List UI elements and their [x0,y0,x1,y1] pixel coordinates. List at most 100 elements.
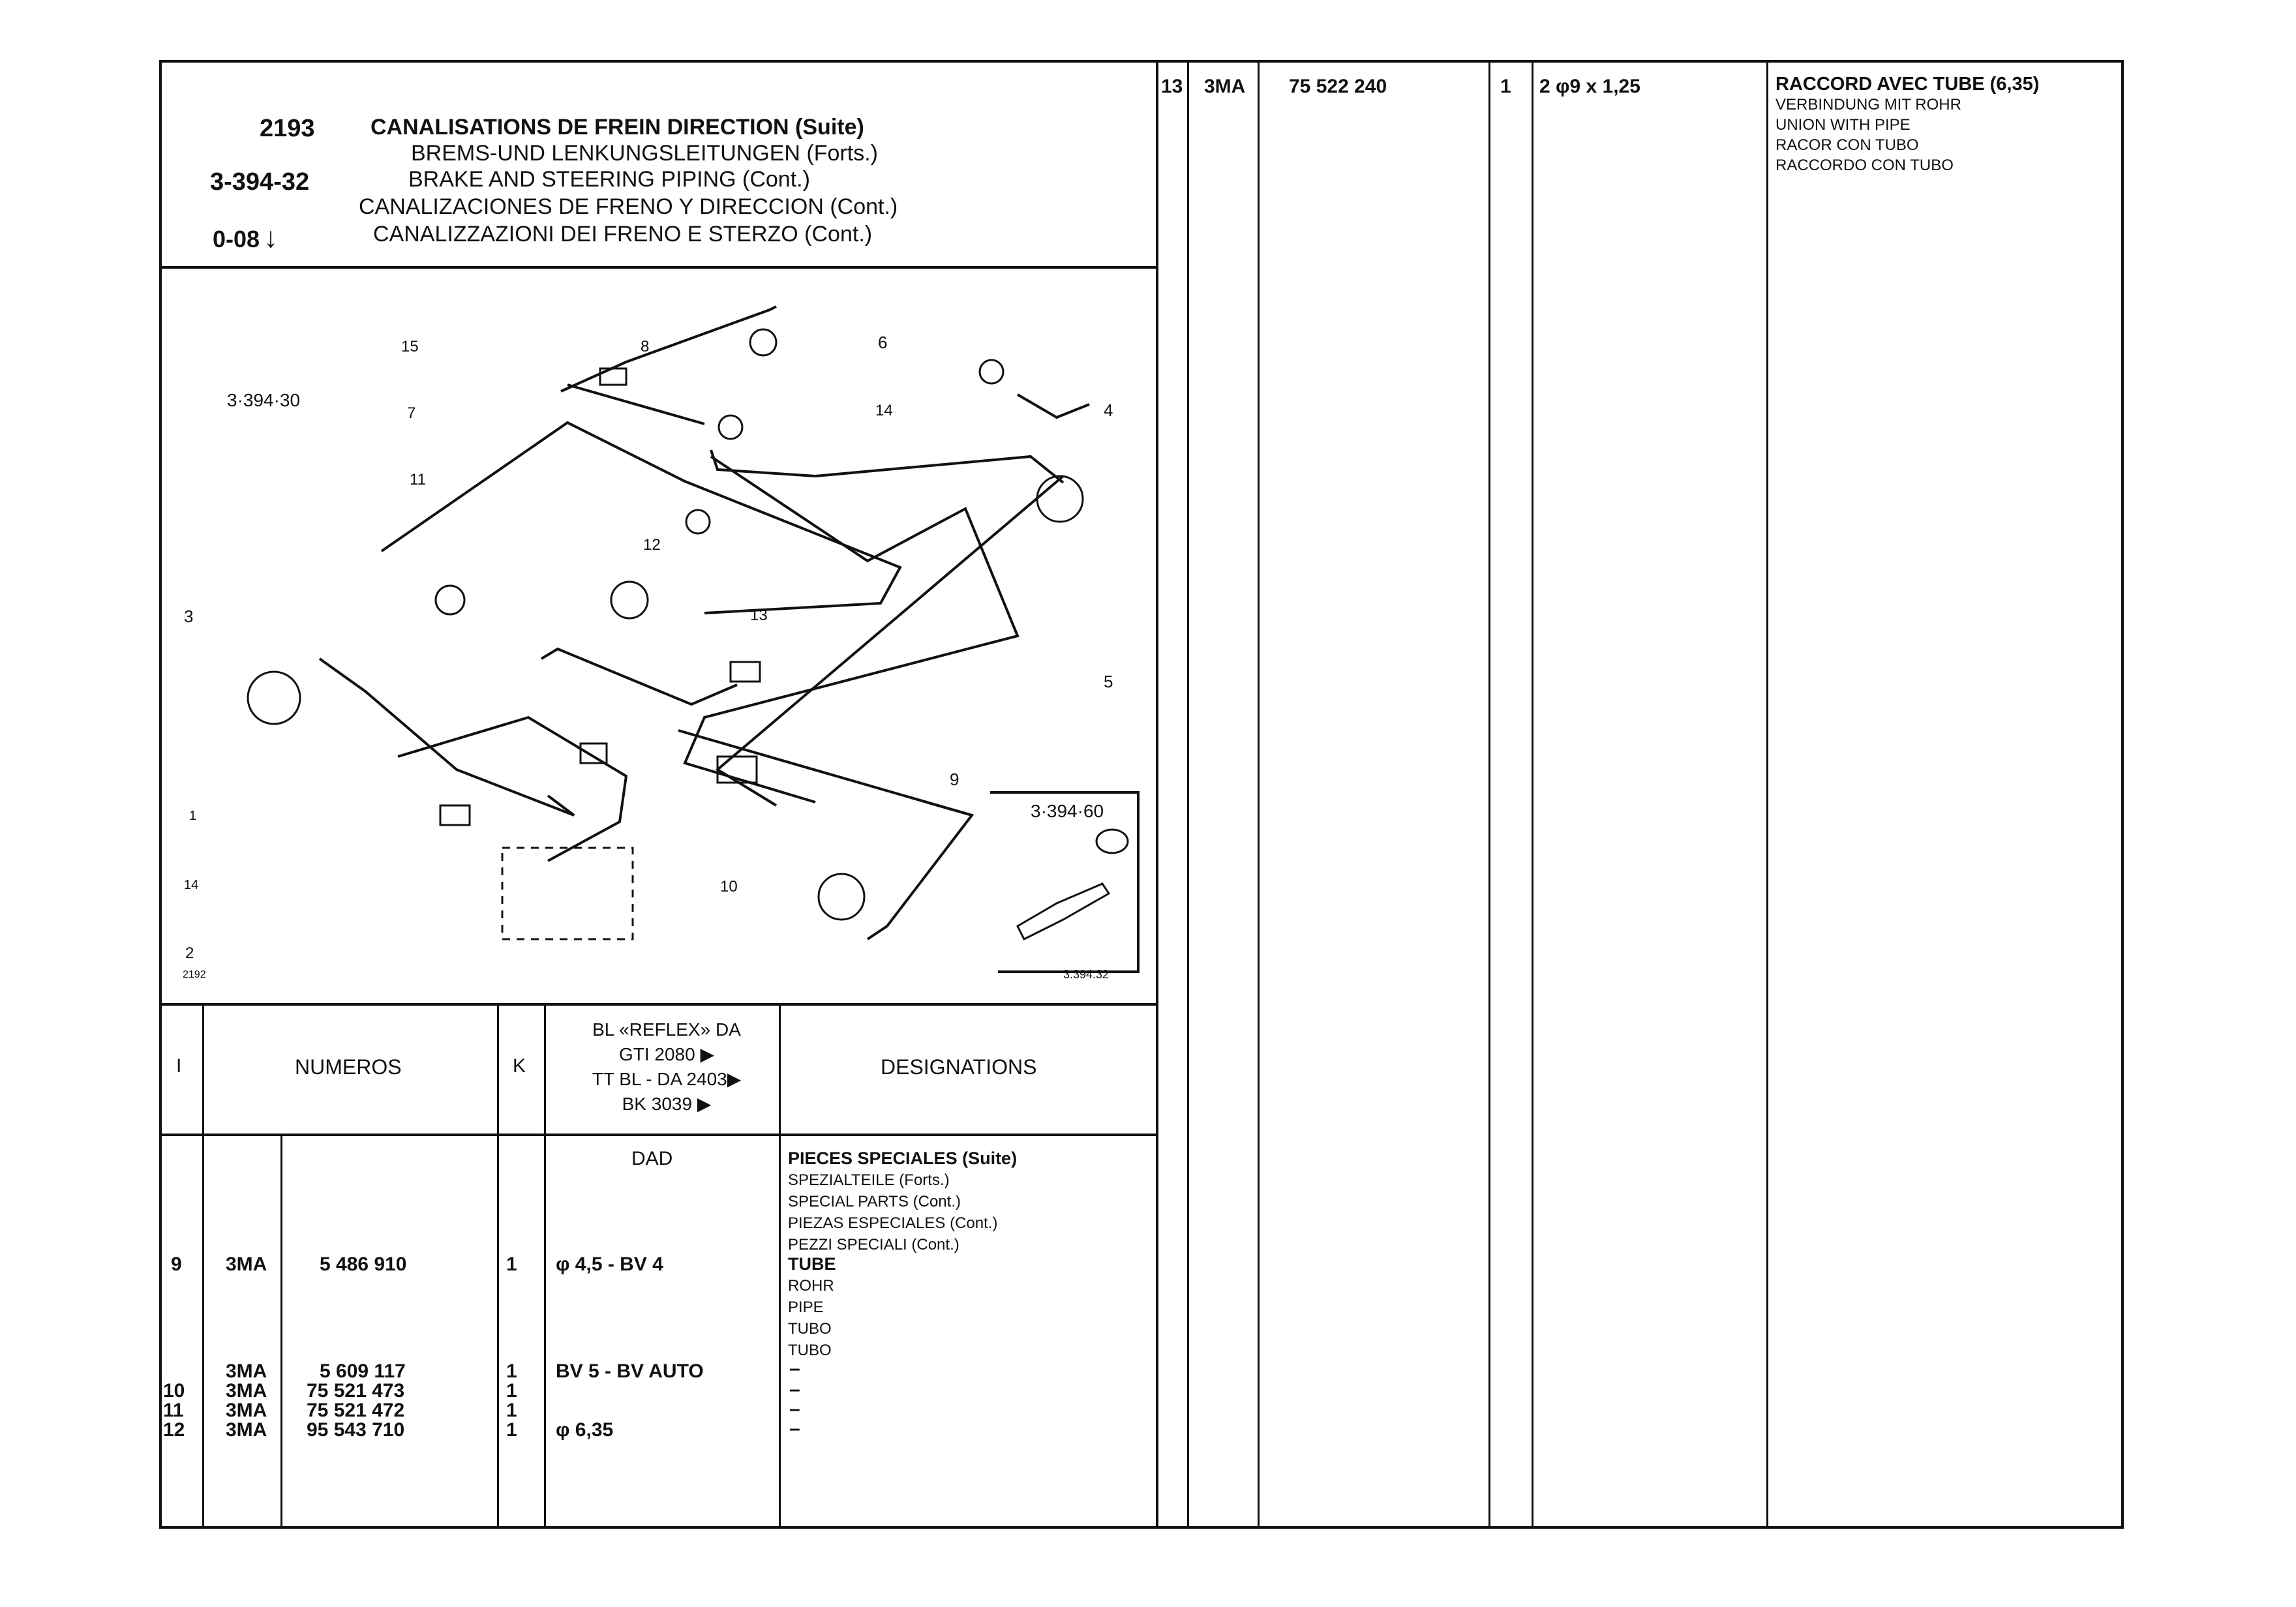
diagram-ref-top: 3·394·30 [227,390,301,410]
row-index: 9 [171,1254,182,1275]
row-code: 3MA [226,1419,267,1441]
callout-14: 14 [875,402,893,419]
row-number: 75 521 473 [307,1380,405,1402]
header-title-es: CANALIZACIONES DE FRENO Y DIRECCION (Con… [359,194,898,219]
header-divider [159,266,1157,269]
callout-12: 12 [643,536,661,554]
callout-15: 15 [401,338,419,355]
row-code: 3MA [1204,76,1246,97]
row-designation: – [789,1418,800,1439]
pipe-run-7 [567,383,705,425]
col-header-i: I [176,1055,182,1077]
pipe-run-8 [560,305,777,393]
row-spec: φ 6,35 [556,1419,614,1441]
row-code: 3MA [226,1360,267,1382]
row-k: 1 [506,1380,517,1402]
header-range: 0-08↓ [213,222,279,254]
callout-13: 13 [750,607,768,624]
component-12a [685,509,711,535]
header-title-de: BREMS-UND LENKUNGSLEITUNGEN (Forts.) [411,141,878,166]
row-k: 1 [506,1254,517,1275]
row-index: 11 [163,1400,184,1421]
component-10 [501,847,634,940]
pipe-run-10 [397,715,628,862]
divider-col-i [1187,60,1189,1529]
header-code: 2193 [260,115,315,142]
row-number: 75 522 240 [1289,76,1387,97]
row-spec: φ 4,5 - BV 4 [556,1254,663,1275]
pipe-run-12 [540,647,738,706]
callout-14b: 14 [184,878,199,892]
diagram-ref-inset: 3·394·60 [1031,801,1104,821]
pipe-run-9b [926,801,973,817]
callout-4: 4 [1104,400,1113,420]
callout-1: 1 [189,809,197,823]
row-number: 5 609 117 [320,1360,406,1382]
divider-col-code [1258,60,1260,1529]
callout-9: 9 [950,770,959,789]
component-center [579,742,608,764]
callout-2: 2 [185,944,194,962]
page-frame [159,60,2124,1529]
section-designation: PIECES SPECIALES (Suite) SPEZIALTEILE (F… [788,1149,1018,1254]
callout-10: 10 [720,878,738,895]
row-number: 5 486 910 [320,1254,407,1275]
header-title-it: CANALIZZAZIONI DEI FRENO E STERZO (Cont.… [373,222,873,247]
pipe-run-11 [380,421,902,614]
header-ref: 3-394-32 [210,168,310,196]
row-number: 95 543 710 [307,1419,405,1441]
inset-nut [1095,828,1129,854]
component-9 [817,873,866,921]
header-title-en: BRAKE AND STEERING PIPING (Cont.) [408,167,810,192]
divider-col-k [1532,60,1533,1529]
divider-left-i [202,1003,204,1529]
row-spec: BV 5 - BV AUTO [556,1360,704,1382]
component-13 [729,661,761,683]
row-k: 1 [506,1400,517,1421]
row-code: 3MA [226,1400,267,1421]
pipe-run-3 [318,657,575,817]
divider-left-k [544,1003,546,1529]
diagram-ref-bottom: 3.394.32 [1063,968,1110,981]
divider-left-spec [779,1003,781,1529]
divider-col-num [1488,60,1490,1529]
row-designation: – [789,1358,800,1379]
callout-3: 3 [184,607,194,626]
divider-col-spec [1766,60,1768,1529]
diagram-divider [159,1003,1157,1006]
callout-5: 5 [1104,672,1113,691]
inset-union [1016,882,1111,941]
callout-6: 6 [878,333,888,352]
component-14 [718,414,744,440]
row-index: 13 [1161,76,1183,97]
row-designation: RACCORD AVEC TUBE (6,35) VERBINDUNG MIT … [1775,74,2040,175]
row-k: 1 [1500,76,1511,97]
divider-main [1156,60,1158,1529]
dad-label: DAD [631,1148,673,1169]
pipe-run-4 [1016,393,1090,419]
component-12 [610,580,649,620]
component-4 [1036,475,1084,523]
inset-box [990,791,1140,973]
col-header-k: K [513,1055,526,1077]
component-3 [247,670,301,725]
component-6 [978,359,1004,385]
callout-7: 7 [407,404,416,422]
row-k: 1 [506,1419,517,1441]
pipe-run-5 [683,455,1020,804]
row-number: 75 521 472 [307,1400,405,1421]
component-3a [434,584,466,616]
row-code: 3MA [226,1380,267,1402]
component-top [749,328,778,357]
diagram-ref-corner: 2192 [183,969,206,980]
component-8 [599,367,627,386]
row-designation: – [789,1398,800,1420]
callout-11: 11 [410,471,426,488]
component-9a [716,755,758,784]
row-index: 12 [163,1419,185,1441]
row-spec: 2 φ9 x 1,25 [1539,76,1640,97]
row-designation: – [789,1379,800,1400]
col-header-designations: DESIGNATIONS [881,1055,1037,1079]
row-index: 10 [163,1380,185,1402]
